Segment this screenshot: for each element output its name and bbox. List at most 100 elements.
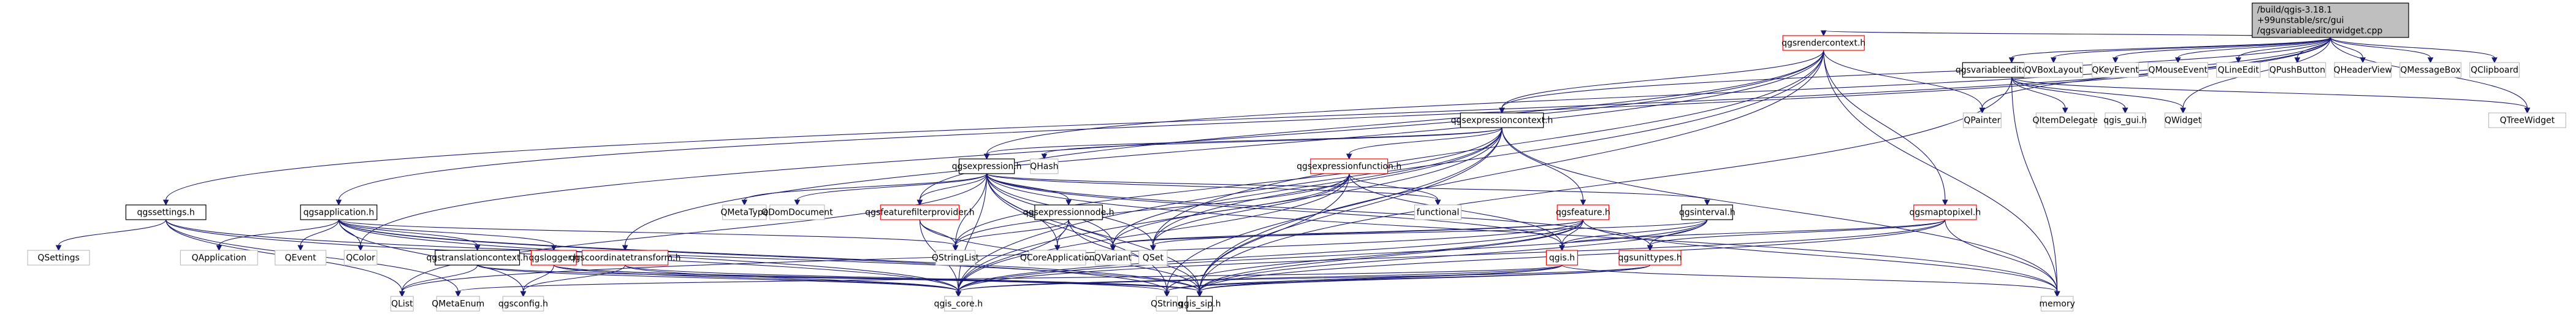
node-label: QApplication xyxy=(192,253,246,263)
arrowhead-QString xyxy=(1164,291,1170,298)
edge-qgis-to-QString xyxy=(1166,264,1563,292)
arrowhead-functional xyxy=(1435,199,1441,206)
node-qtreewidget[interactable]: QTreeWidget xyxy=(2488,112,2566,128)
edge-qgsmaptopixel-to-qgsunittypes xyxy=(1649,219,1946,246)
node-qcoreapplication[interactable]: QCoreApplication xyxy=(1020,250,1095,266)
node-qgscoordinatetransform[interactable]: qgscoordinatetransform.h xyxy=(570,250,681,266)
edge-qgstranslationcontext-to-QList xyxy=(402,264,478,292)
node-qsettings[interactable]: QSettings xyxy=(27,250,90,266)
node-qitemdelegate[interactable]: QItemDelegate xyxy=(2033,112,2098,128)
node-qgstranslationcontext[interactable]: qgstranslationcontext.h xyxy=(426,250,528,266)
node-qgsexpressionnode[interactable]: qgsexpressionnode.h xyxy=(1023,204,1115,220)
node-qcolor[interactable]: QColor xyxy=(343,250,378,266)
edge-qgsexpressionnode-to-QStringList xyxy=(955,219,1069,246)
node-label: /qgsvariableeditorwidget.cpp xyxy=(2257,26,2383,36)
node-qapplication[interactable]: QApplication xyxy=(180,250,258,266)
arrowhead-QMessageBox xyxy=(2427,57,2434,64)
node-label: qgssettings.h xyxy=(137,208,195,218)
arrowhead-QPushButton xyxy=(2294,57,2301,64)
node-box xyxy=(2105,112,2146,128)
node-label: qgsconfig.h xyxy=(498,299,548,309)
node-box xyxy=(1782,35,1865,51)
node-qpainter[interactable]: QPainter xyxy=(1962,112,2002,128)
node-box xyxy=(2399,62,2462,78)
node-memory[interactable]: memory xyxy=(2039,296,2075,312)
node-qkeyevent[interactable]: QKeyEvent xyxy=(2092,62,2139,78)
edge-qgssettings-to-qgis_sip xyxy=(166,219,1200,292)
edge-qgscoordinatetransform-to-qgis_sip xyxy=(625,264,1200,292)
node-qlist[interactable]: QList xyxy=(390,296,414,312)
node-qgsrendercontext[interactable]: qgsrendercontext.h xyxy=(1781,35,1865,51)
node-qmetatype[interactable]: QMetaType xyxy=(720,204,768,220)
edge-qgsexpressionfunction-to-functional xyxy=(1349,173,1439,201)
node-box xyxy=(180,250,258,266)
node-qgsexpressioncontext[interactable]: qgsexpressioncontext.h xyxy=(1451,112,1553,128)
node-qvboxlayout[interactable]: QVBoxLayout xyxy=(2024,62,2083,78)
node-qhash[interactable]: QHash xyxy=(1030,158,1059,174)
edge-qgis-to-memory xyxy=(1561,264,2058,292)
node-qgsapplication[interactable]: qgsapplication.h xyxy=(300,204,378,220)
edge-qgsunittypes-to-QString xyxy=(1166,264,1651,292)
edge-qgsexpression-to-qgsfeaturefilterprovider xyxy=(919,173,988,201)
node-qgsexpressionfunction[interactable]: qgsexpressionfunction.h xyxy=(1297,158,1401,174)
node-box xyxy=(2024,62,2083,78)
node-qstringlist[interactable]: QStringList xyxy=(932,250,980,266)
edge-qgsfeature-to-qgis xyxy=(1561,219,1583,246)
node-box xyxy=(1034,204,1103,220)
arrowhead-QKeyEvent xyxy=(2112,57,2119,64)
node-label: /build/qgis-3.18.1 xyxy=(2257,6,2332,15)
node-qclipboard[interactable]: QClipboard xyxy=(2469,62,2520,78)
edge-qgsfeature-to-qgis_core xyxy=(958,219,1583,292)
edge-qgsfeature-to-QSet xyxy=(1153,219,1583,246)
node-qgsconfig[interactable]: qgsconfig.h xyxy=(498,296,548,312)
edge-qgslogger-to-qgis_core xyxy=(553,264,959,292)
node-qgssettings[interactable]: qgssettings.h xyxy=(125,204,207,220)
node-qstring[interactable]: QString xyxy=(1151,296,1183,312)
arrowhead-QHash xyxy=(1041,153,1048,160)
node-label: qgsexpressionnode.h xyxy=(1023,208,1115,218)
node-qlineedit[interactable]: QLineEdit xyxy=(2216,62,2261,78)
node-qgis[interactable]: qgis.h xyxy=(1545,250,1579,266)
node-box xyxy=(300,204,378,220)
node-qmouseevent[interactable]: QMouseEvent xyxy=(2147,62,2208,78)
node-qdomdocument[interactable]: QDomDocument xyxy=(761,204,833,220)
edge-qgsexpression-to-qgis_core xyxy=(958,173,988,292)
node-label: qgis_gui.h xyxy=(2103,116,2147,126)
edge-qgsexpressioncontext-to-qgsfeature xyxy=(1501,127,1583,201)
node-qgsunittypes[interactable]: qgsunittypes.h xyxy=(1618,250,1682,266)
arrowhead-memory xyxy=(2054,291,2060,298)
node-label: QHeaderView xyxy=(2334,66,2392,75)
node-label: QHash xyxy=(1030,162,1058,172)
node-qgsfeature[interactable]: qgsfeature.h xyxy=(1556,204,1610,220)
node-qpushbutton[interactable]: QPushButton xyxy=(2268,62,2326,78)
node-label: QVariant xyxy=(1094,253,1132,263)
node-box xyxy=(27,250,90,266)
node-label: qgsmaptopixel.h xyxy=(1910,208,1981,218)
edge-qgsrendercontext-to-qgsexpressioncontext xyxy=(1501,50,1824,109)
edge-qgsrendercontext-to-qgsmaptopixel xyxy=(1823,50,1946,201)
node-label: qgsrendercontext.h xyxy=(1781,39,1865,48)
node-qgslogger[interactable]: qgslogger.h xyxy=(528,250,579,266)
node-qevent[interactable]: QEvent xyxy=(275,250,327,266)
edge-qgis-to-QMetaEnum xyxy=(457,264,1563,292)
node-qgis-gui[interactable]: qgis_gui.h xyxy=(2103,112,2147,128)
node-label: QColor xyxy=(346,253,375,263)
node-qgsexpression[interactable]: qgsexpression.h xyxy=(952,158,1022,174)
edge-qgsvariableeditorwidget-to-qgis_gui xyxy=(2011,77,2126,109)
node-label: +99unstable/src/gui xyxy=(2257,16,2344,26)
node-qgsinterval[interactable]: qgsinterval.h xyxy=(1679,204,1736,220)
node-qgsfeaturefilterprovider[interactable]: qgsfeaturefilterprovider.h xyxy=(865,204,975,220)
node-qmetaenum[interactable]: QMetaEnum xyxy=(432,296,484,312)
edge-qgsrendercontext-to-qgis_sip xyxy=(1199,50,1824,292)
node-qheaderview[interactable]: QHeaderView xyxy=(2334,62,2392,78)
node-qgis-sip[interactable]: qgis_sip.h xyxy=(1178,296,1221,312)
node-qgis-core[interactable]: qgis_core.h xyxy=(934,296,983,312)
node-box xyxy=(1962,112,2002,128)
node-qvariant[interactable]: QVariant xyxy=(1094,250,1132,266)
node-functional[interactable]: functional xyxy=(1414,204,1462,220)
node-qwidget[interactable]: QWidget xyxy=(2164,112,2202,128)
node-qmessagebox[interactable]: QMessageBox xyxy=(2399,62,2462,78)
node-box xyxy=(2035,112,2095,128)
node-qgsmaptopixel[interactable]: qgsmaptopixel.h xyxy=(1910,204,1981,220)
node-qset[interactable]: QSet xyxy=(1138,250,1168,266)
